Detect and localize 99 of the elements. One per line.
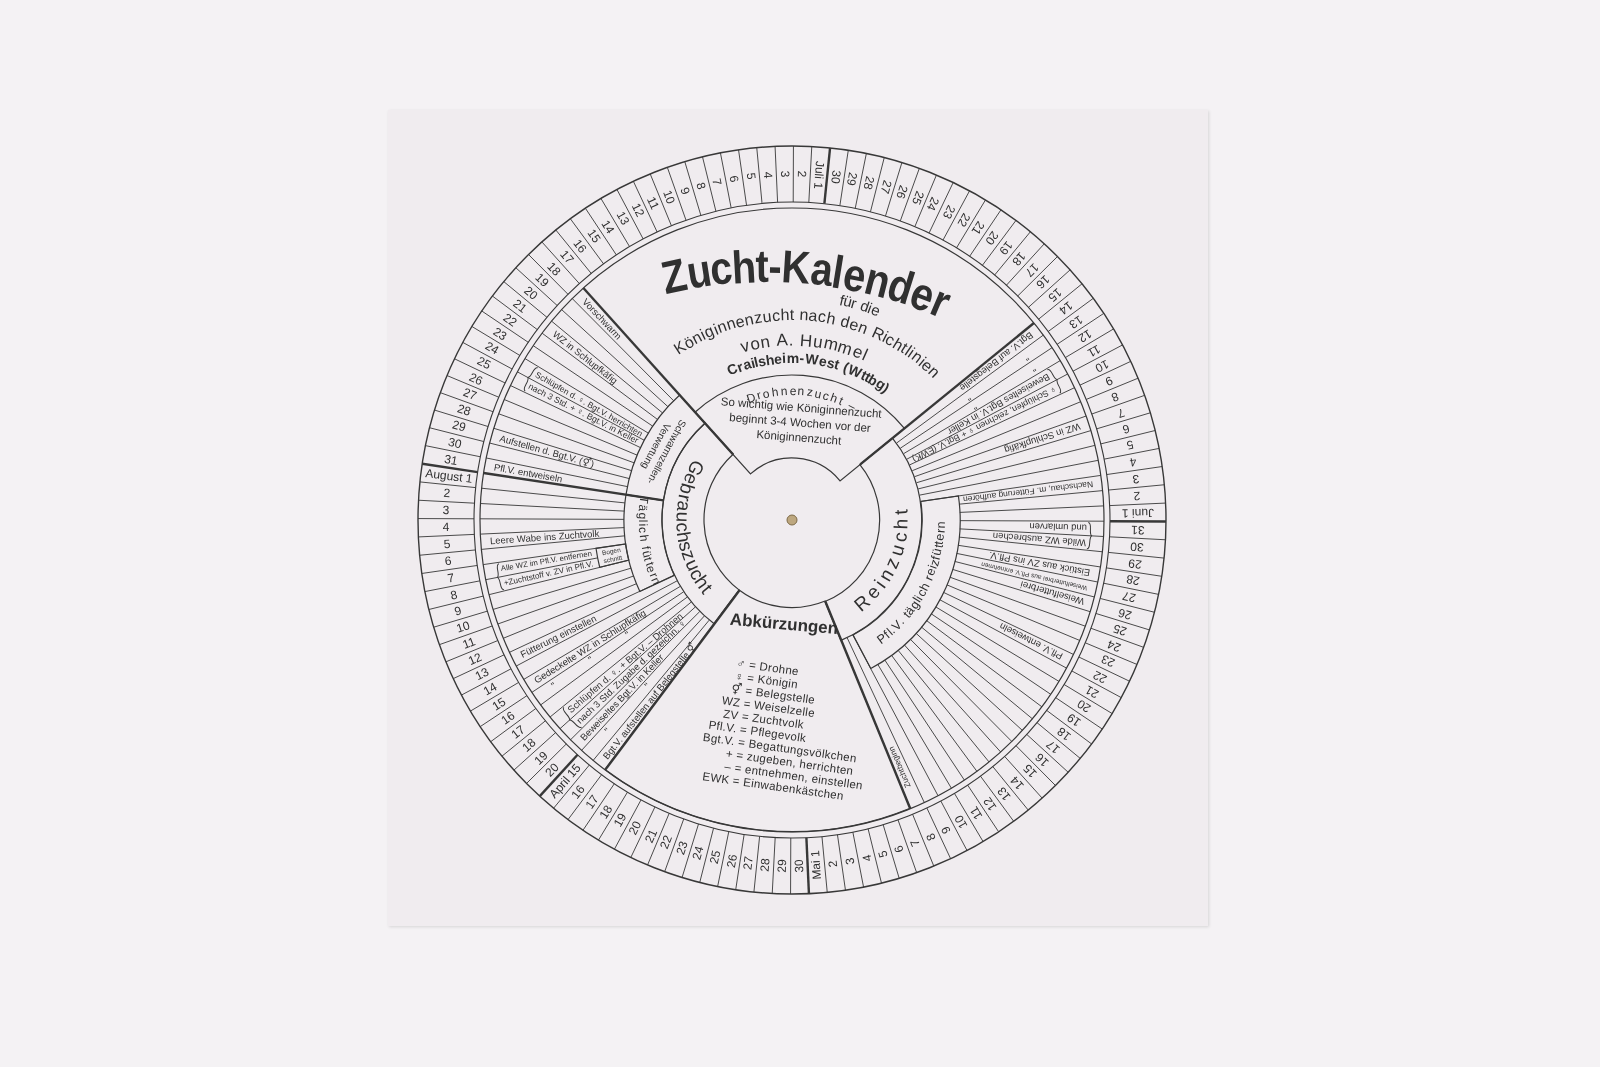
date-label: 7 xyxy=(1115,406,1126,420)
date-label: 27 xyxy=(1121,589,1138,605)
date-label: 31 xyxy=(443,452,459,467)
date-label: 3 xyxy=(843,856,857,866)
date-label: 22 xyxy=(1091,668,1110,686)
date-label: 8 xyxy=(694,181,708,191)
date-label: 24 xyxy=(690,845,706,862)
date-label: 3 xyxy=(442,504,450,517)
date-label: 2 xyxy=(826,859,840,868)
date-label: 9 xyxy=(939,823,954,836)
date-label: 28 xyxy=(1125,573,1141,588)
band-label: Gebrauchszucht xyxy=(672,456,719,600)
date-label: Juli 1 xyxy=(811,160,826,190)
date-label: 13 xyxy=(473,666,491,683)
date-label: 4 xyxy=(761,171,775,179)
date-label: 29 xyxy=(845,171,860,187)
arc-band xyxy=(850,493,962,671)
date-label: 23 xyxy=(1099,653,1117,670)
date-label: 23 xyxy=(940,202,958,221)
date-label: 28 xyxy=(455,402,473,418)
date-label: 9 xyxy=(678,186,692,197)
date-label: 13 xyxy=(614,209,632,228)
date-label: 2 xyxy=(443,487,451,500)
calendar-entry: Leere Wabe ins Zuchtvolk xyxy=(489,528,600,546)
calendar-entry: Pfl.V. entweiseln xyxy=(492,462,563,484)
date-label: 6 xyxy=(444,554,453,568)
date-label: 7 xyxy=(446,571,456,585)
date-label: 6 xyxy=(1121,422,1131,436)
date-label: 31 xyxy=(1131,523,1145,536)
date-label: 4 xyxy=(1128,455,1138,469)
date-label: 4 xyxy=(442,521,450,534)
date-label: 26 xyxy=(724,853,739,869)
date-label: 25 xyxy=(1111,621,1129,638)
date-label: 5 xyxy=(744,172,758,181)
date-label: 9 xyxy=(453,604,463,618)
calendar-entry: Nachschau, m. Fütterung aufhören xyxy=(962,479,1094,504)
date-label: 30 xyxy=(828,169,843,185)
date-label: 23 xyxy=(674,839,690,857)
date-label: 27 xyxy=(877,178,894,195)
date-label: 29 xyxy=(1127,556,1143,571)
ditto-mark: " xyxy=(642,681,653,691)
date-label: 3 xyxy=(1131,472,1140,486)
date-label: 14 xyxy=(481,680,500,698)
ditto-mark: " xyxy=(586,655,596,666)
date-label: 8 xyxy=(924,831,938,843)
date-label: 24 xyxy=(1105,637,1123,654)
date-label: 8 xyxy=(449,587,459,602)
date-label: Mai 1 xyxy=(809,850,824,881)
arc-band xyxy=(622,492,677,594)
ditto-mark: " xyxy=(1029,363,1038,374)
date-label: 25 xyxy=(909,189,926,207)
date-label: 8 xyxy=(1110,389,1121,404)
date-label: 4 xyxy=(859,853,874,863)
date-label: 26 xyxy=(893,183,910,201)
date-label: 7 xyxy=(908,838,923,849)
date-label: 20 xyxy=(626,819,644,838)
date-label: 11 xyxy=(645,195,661,212)
date-label: 10 xyxy=(660,188,677,206)
small-frame xyxy=(594,542,631,570)
date-label: 26 xyxy=(1117,605,1134,622)
ditto-mark: " xyxy=(969,400,979,411)
date-label: 2 xyxy=(795,170,808,178)
date-label: 5 xyxy=(443,537,451,551)
date-label: 25 xyxy=(707,849,723,866)
date-label: 5 xyxy=(1125,438,1135,453)
date-label: 28 xyxy=(758,857,772,873)
date-label: 28 xyxy=(861,174,877,191)
date-label: 21 xyxy=(642,827,659,845)
date-label: 26 xyxy=(467,370,485,387)
date-label: 6 xyxy=(892,843,906,854)
date-label: 22 xyxy=(658,833,675,851)
date-label: August 1 xyxy=(424,467,473,486)
ditto-mark: " xyxy=(549,680,559,692)
date-label: 7 xyxy=(710,177,725,187)
ditto-mark: " xyxy=(963,391,973,402)
date-label: 29 xyxy=(776,859,789,873)
date-label: 30 xyxy=(1129,540,1145,554)
date-label: 2 xyxy=(1133,489,1141,503)
date-label: 27 xyxy=(741,855,756,871)
date-label: 6 xyxy=(727,174,741,184)
date-label: 5 xyxy=(876,849,890,859)
date-label: 11 xyxy=(1085,342,1103,359)
date-label: Juni 1 xyxy=(1121,506,1155,520)
date-label: 29 xyxy=(450,418,467,434)
section-heading: Abkürzungen xyxy=(729,610,839,638)
date-label: 12 xyxy=(466,650,484,668)
date-label: 10 xyxy=(952,812,970,831)
date-label: 30 xyxy=(793,859,806,873)
date-label: 12 xyxy=(629,201,646,219)
date-label: 3 xyxy=(778,170,791,178)
date-label: 9 xyxy=(1103,374,1115,388)
date-label: 30 xyxy=(446,435,463,451)
ditto-mark: " xyxy=(1021,351,1030,362)
date-label: 10 xyxy=(1093,357,1111,374)
date-label: 24 xyxy=(925,195,942,213)
date-label: 25 xyxy=(474,354,493,372)
date-label: 11 xyxy=(460,635,477,652)
date-label: 27 xyxy=(461,386,479,403)
date-label: 10 xyxy=(454,619,472,636)
